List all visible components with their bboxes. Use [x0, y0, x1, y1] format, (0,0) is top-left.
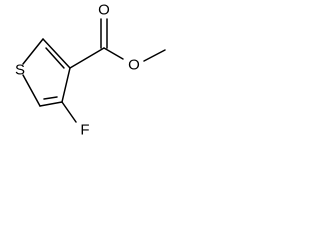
bond-c3-f: [61, 101, 77, 123]
bond-c5-c4-inner: [45, 47, 65, 69]
bond-c5-c4: [42, 38, 71, 69]
atom-sulfur-label: S: [15, 62, 25, 79]
bond-c3-c2-inner: [43, 96, 58, 100]
atom-fluorine-label: F: [80, 122, 89, 139]
atom-ester-oxygen-label: O: [128, 57, 140, 74]
bond-c3-c2: [39, 101, 63, 107]
bond-carbonyl-c-ester-o: [103, 47, 124, 60]
molecule-structure: S F O O: [15, 2, 166, 139]
bond-c4-carbonyl-c: [69, 47, 105, 69]
bond-s1-c2: [22, 74, 41, 107]
bond-s1-c5: [22, 38, 44, 65]
bond-c4-c3: [61, 67, 71, 103]
atom-carbonyl-oxygen-label: O: [98, 2, 110, 19]
bond-ester-o-methyl: [143, 49, 166, 62]
thiophene-ring: [22, 38, 71, 107]
ester-group: [69, 18, 166, 69]
